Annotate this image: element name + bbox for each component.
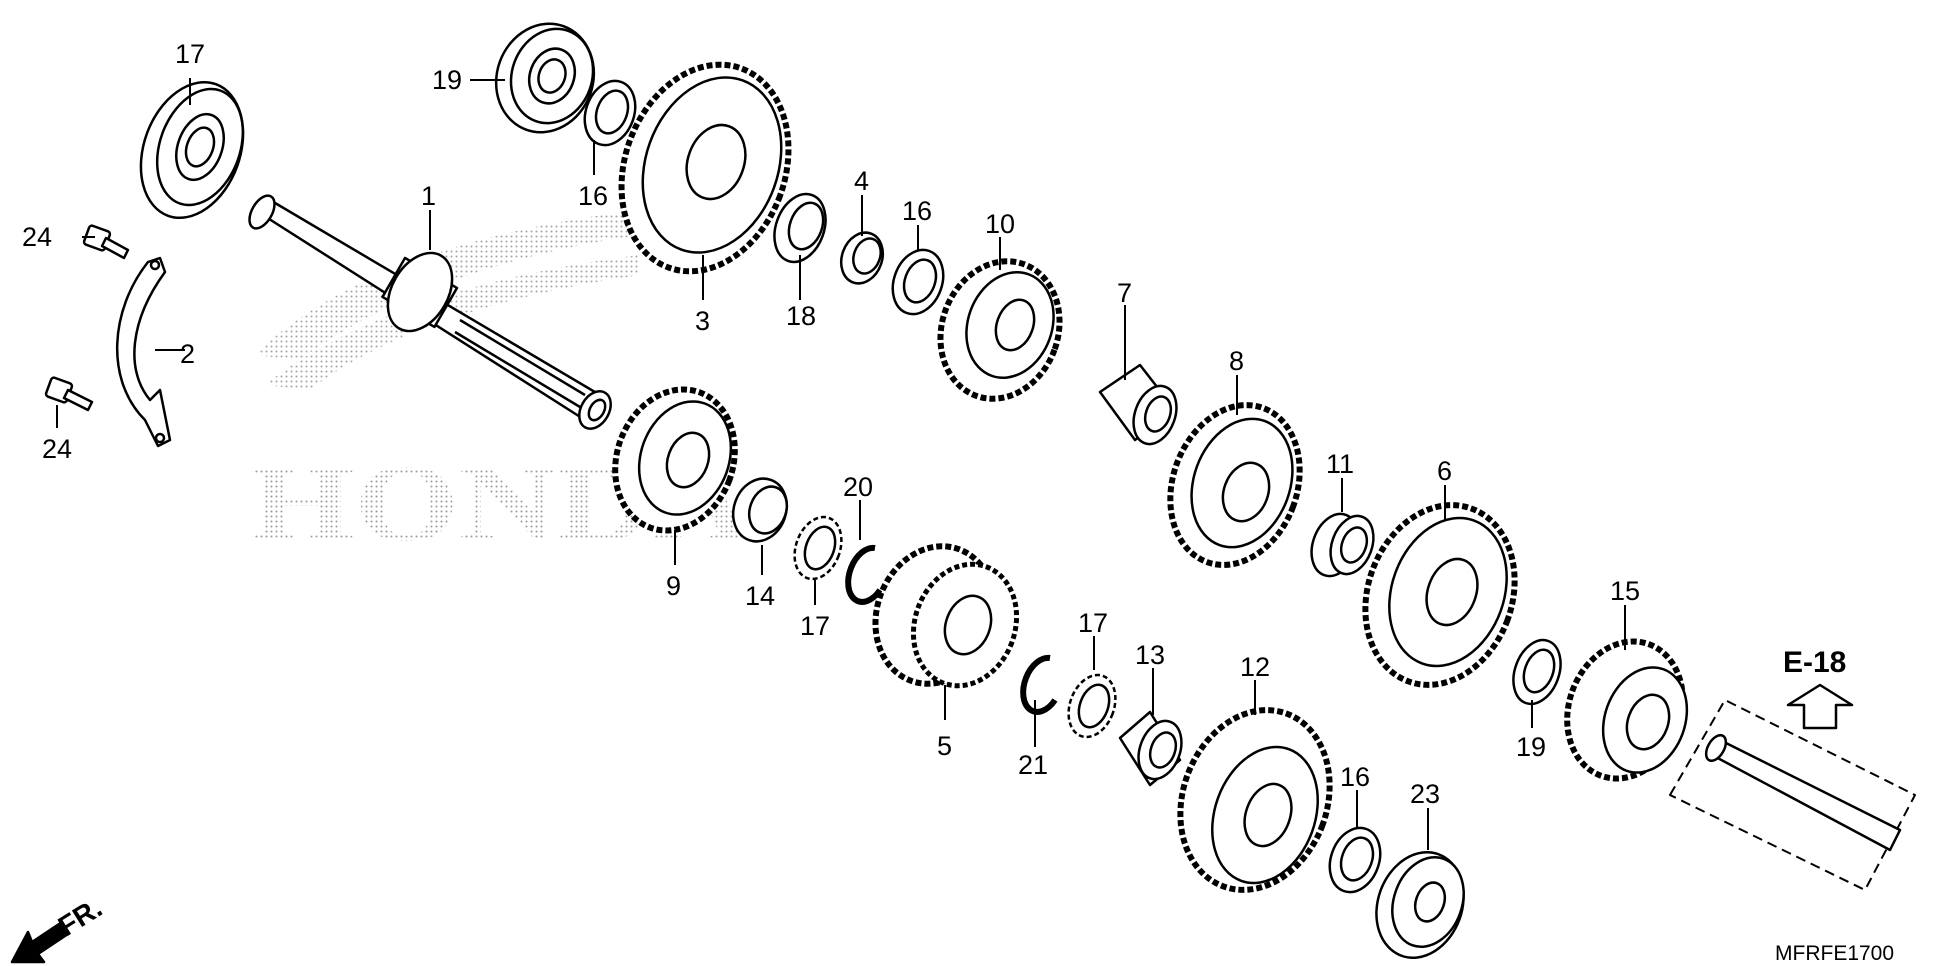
- part-label-5: 5: [937, 731, 952, 761]
- leader-lines: [56, 78, 1626, 850]
- bushing-14: [731, 477, 789, 543]
- bearing-22: [494, 22, 596, 134]
- bracket-2: [116, 256, 172, 448]
- part-label-11: 11: [1326, 449, 1354, 479]
- needle-bearing-13: [1118, 710, 1183, 787]
- gear-15: [1564, 638, 1689, 782]
- part-label-16: 16: [1340, 762, 1370, 792]
- gear-6: [1362, 502, 1518, 688]
- gear-5: [872, 543, 1020, 689]
- part-label-9: 9: [666, 571, 681, 601]
- part-label-13: 13: [1135, 640, 1165, 670]
- part-label-1: 1: [421, 181, 436, 211]
- washer-18: [1512, 638, 1562, 706]
- part-label-8: 8: [1229, 346, 1244, 376]
- needle-bearing-21: [773, 192, 827, 264]
- diagram-code: MFRFE1700: [1775, 942, 1894, 965]
- part-label-4: 4: [854, 166, 869, 196]
- part-label-22: 19: [432, 65, 462, 95]
- gear-12: [1177, 707, 1333, 893]
- washer-16-bottom: [1328, 826, 1382, 894]
- part-label-17: 17: [1078, 608, 1108, 638]
- circlip-19-upper: [845, 544, 883, 605]
- part-label-6: 6: [1437, 456, 1452, 486]
- part-label-23: 23: [1410, 779, 1440, 809]
- part-label-24: 24: [22, 222, 52, 252]
- part-label-19: 21: [1018, 750, 1048, 780]
- gear-10: [937, 258, 1063, 402]
- part-label-24: 24: [42, 434, 72, 464]
- countershaft-reference: [1669, 699, 1916, 891]
- lock-washer-17-lower: [1067, 673, 1117, 739]
- part-label-7: 7: [1117, 278, 1132, 308]
- up-arrow-icon: [1786, 683, 1854, 730]
- gear-3: [618, 61, 792, 275]
- bushing-4: [839, 231, 885, 285]
- part-label-21: 18: [786, 301, 816, 331]
- part-label-14: 14: [745, 581, 775, 611]
- part-label-15: 15: [1610, 576, 1640, 606]
- mainshaft-1: [248, 194, 612, 430]
- lock-washer-17-upper: [793, 515, 843, 581]
- washer-16-middle: [891, 248, 945, 316]
- part-label-16: 16: [578, 181, 608, 211]
- part-label-10: 10: [985, 209, 1015, 239]
- part-label-18: 19: [1516, 732, 1546, 762]
- part-label-12: 12: [1240, 652, 1270, 682]
- needle-bearing-7: [1098, 363, 1178, 446]
- bearing-20: [139, 80, 245, 220]
- gear-8: [1167, 402, 1303, 568]
- bearing-23: [1375, 851, 1465, 959]
- gear-9: [612, 386, 738, 534]
- part-labels: 17 19 16 1 24 2 24 3 18 4 16 10 7 8 11 6…: [22, 39, 1894, 965]
- part-label-19: 20: [843, 472, 873, 502]
- reference-label: E-18: [1783, 646, 1846, 679]
- bolt-24-top: [82, 224, 130, 260]
- bushing-11: [1310, 512, 1375, 578]
- part-label-20: 17: [175, 39, 205, 69]
- front-direction-arrow-icon: [10, 920, 70, 964]
- part-label-2: 2: [180, 339, 195, 369]
- part-label-3: 3: [695, 306, 710, 336]
- circlip-19-lower: [1020, 654, 1058, 715]
- part-label-16: 16: [902, 196, 932, 226]
- washer-16-top: [583, 79, 637, 147]
- part-label-17: 17: [800, 611, 830, 641]
- bolt-24-bottom: [44, 376, 94, 412]
